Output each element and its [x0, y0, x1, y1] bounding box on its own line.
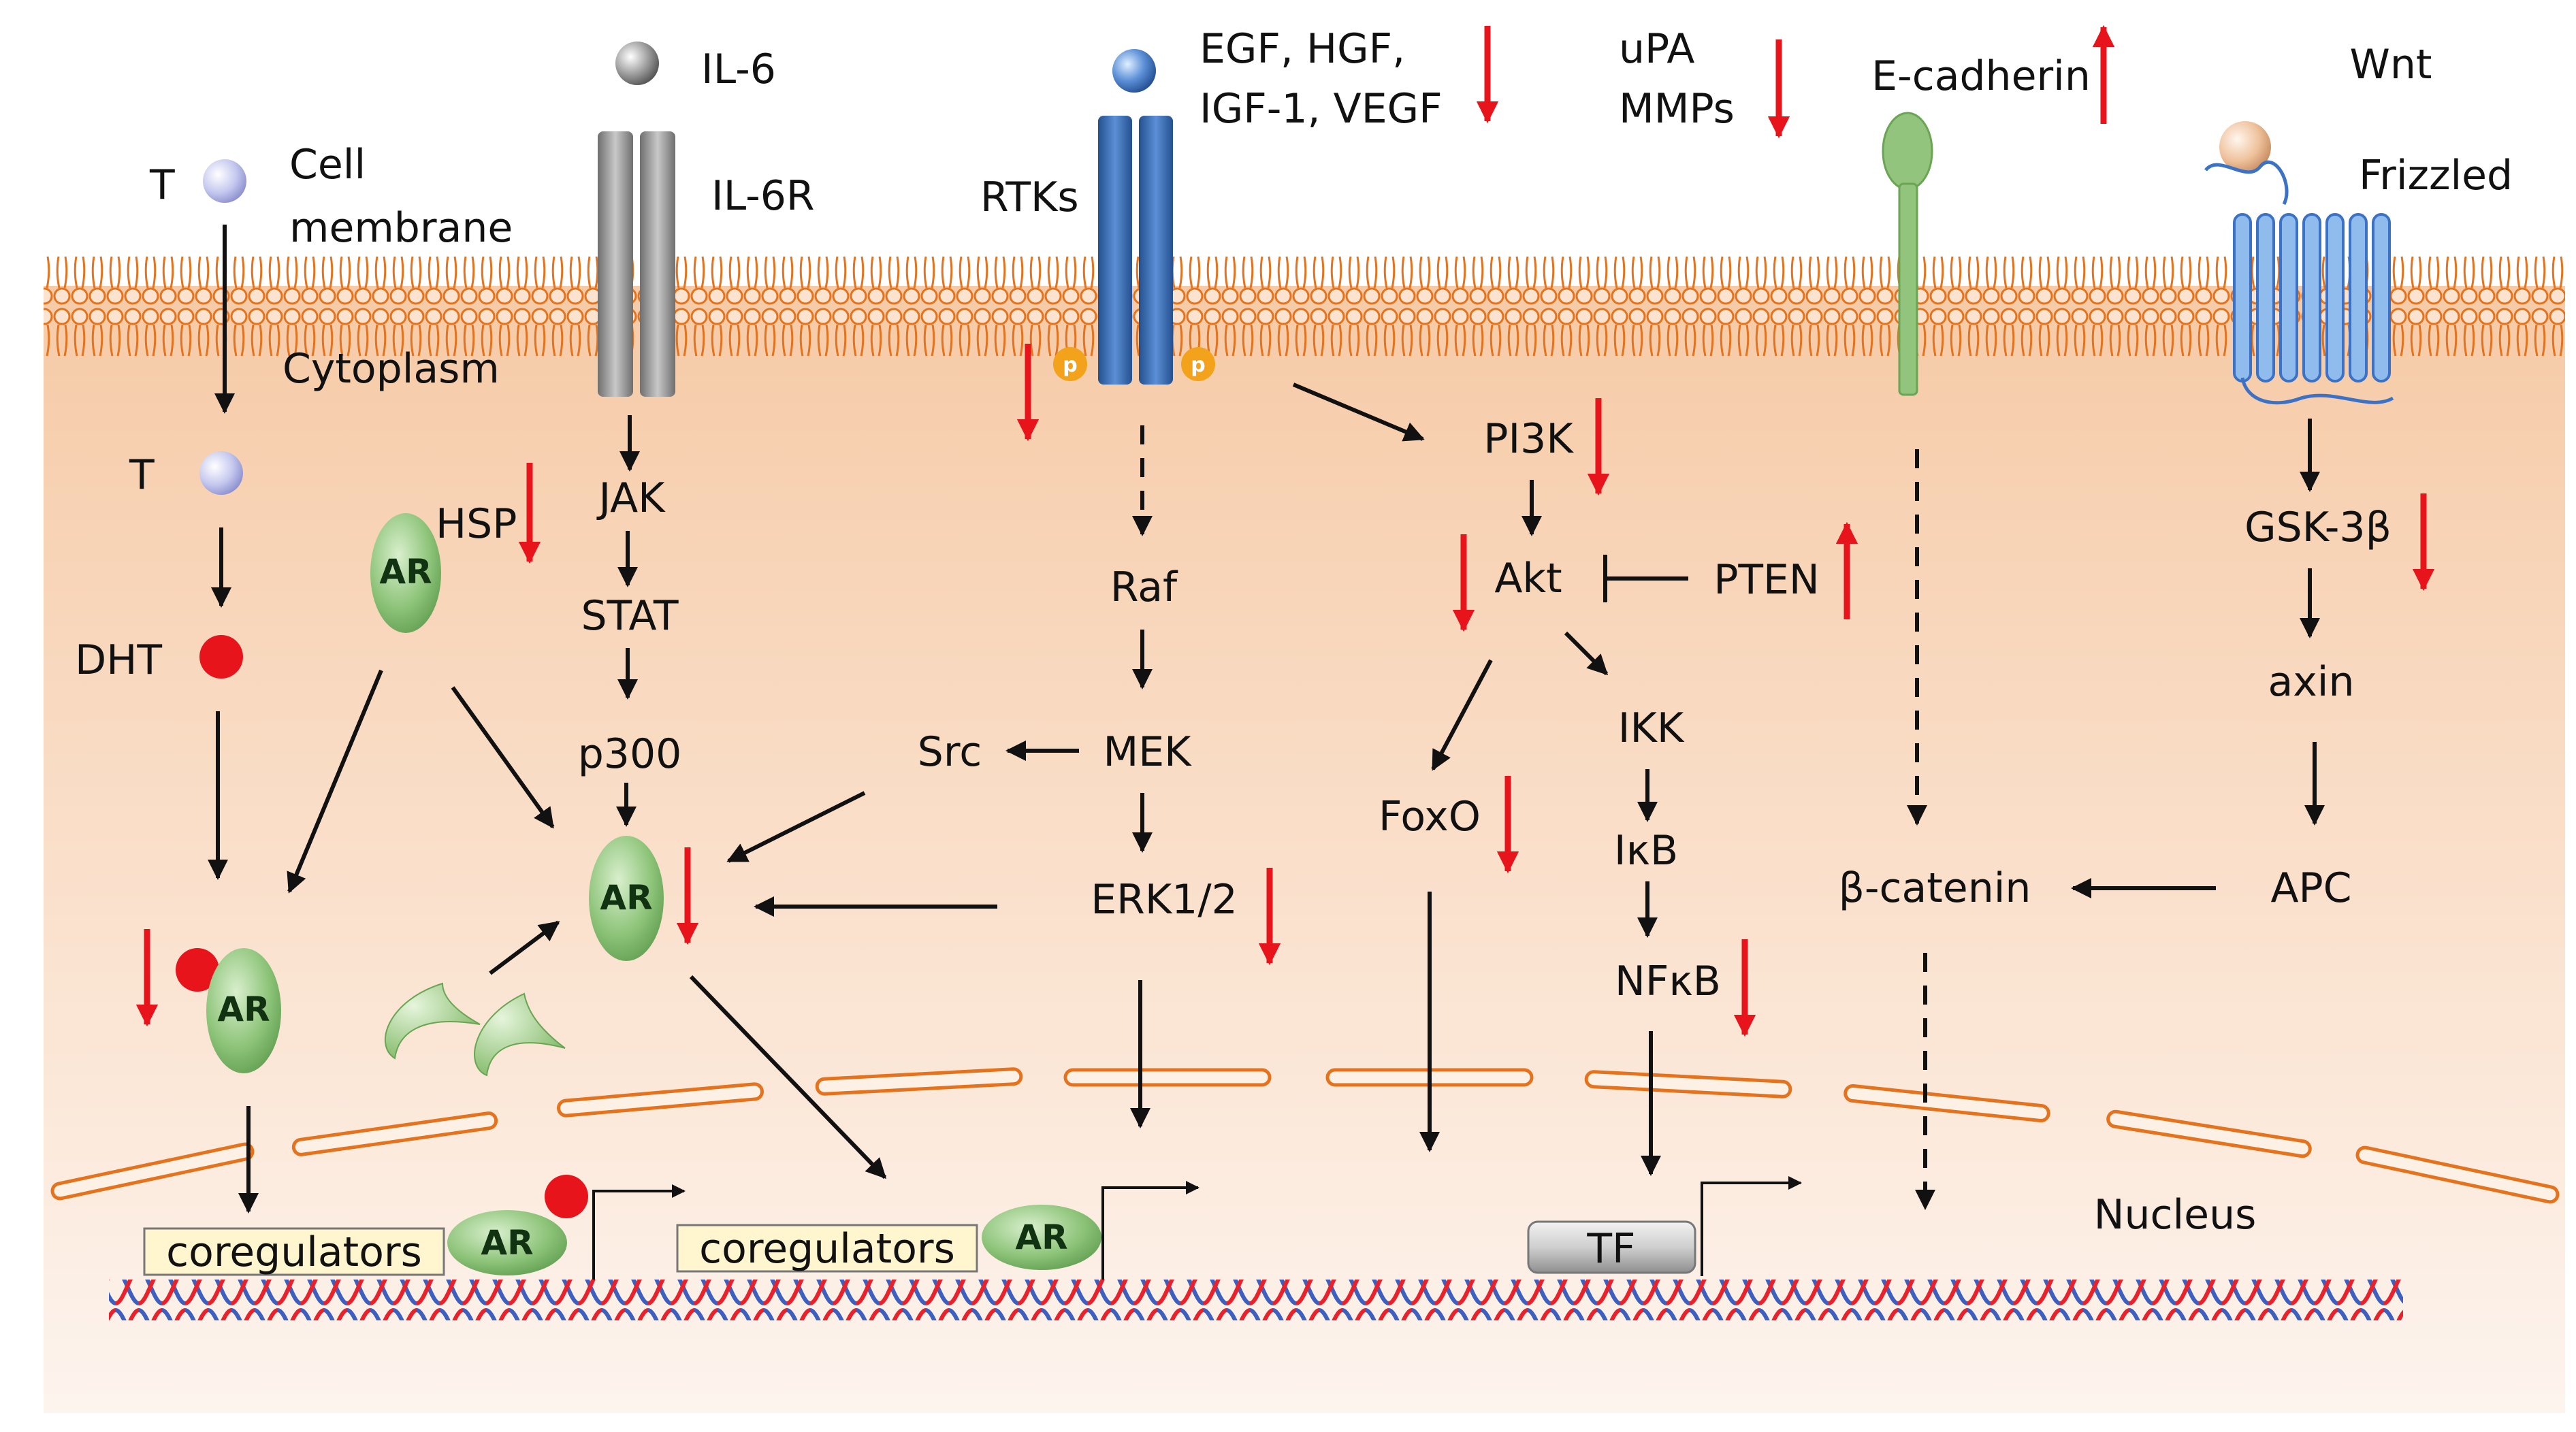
label-ikk: IKK: [1618, 704, 1685, 752]
label-foxo: FoxO: [1379, 793, 1481, 841]
label-mmps: MMPs: [1619, 85, 1735, 133]
label-ar-dht-bound: AR: [217, 990, 270, 1029]
il6r-receptor-chain-1: [598, 131, 633, 397]
label-ar-nucleus-center: AR: [1015, 1218, 1067, 1257]
phospho-group-right: [1181, 347, 1215, 381]
frizzled-receptor: [2204, 160, 2394, 405]
label-t-top: T: [149, 161, 175, 209]
label-growth-factors-line1: EGF, HGF,: [1200, 25, 1405, 73]
wnt-ligand: [2219, 121, 2271, 173]
ar-protein-nucleus-center: [982, 1205, 1101, 1270]
arrow-src-to-ar: [726, 791, 866, 863]
label-apc: APC: [2270, 864, 2351, 912]
crescent-shape-2: [474, 992, 566, 1077]
label-upa: uPA: [1619, 25, 1694, 73]
label-p300: p300: [578, 730, 682, 778]
label-akt: Akt: [1494, 555, 1562, 602]
label-cell-membrane-line1: Cell: [289, 141, 366, 189]
crescent-shape-1: [384, 982, 481, 1060]
ar-protein-central: [589, 836, 664, 961]
transcription-start-arrow-left: [592, 1184, 686, 1280]
il6-ligand: [615, 42, 659, 85]
label-ar-central: AR: [600, 878, 652, 917]
label-pi3k: PI3K: [1483, 415, 1574, 463]
label-ar-nucleus-left: AR: [481, 1223, 533, 1263]
label-t-mid: T: [129, 451, 155, 499]
ecadherin-stalk: [1898, 182, 1918, 396]
ar-protein-nucleus-left: [447, 1210, 567, 1275]
testosterone-ball-top: [203, 159, 246, 203]
arrow-akt-to-foxo: [1431, 659, 1493, 771]
label-jak: JAK: [596, 474, 666, 522]
label-rtks: RTKs: [980, 174, 1079, 221]
dht-molecule-nucleus: [545, 1175, 588, 1218]
label-il6: IL-6: [701, 46, 776, 93]
arrow-hsp-ar-to-central-ar: [451, 686, 555, 829]
label-phospho-left: p: [1063, 353, 1077, 377]
label-cell-membrane-line2: membrane: [289, 204, 513, 252]
label-src: Src: [918, 728, 982, 776]
label-frizzled: Frizzled: [2359, 152, 2513, 199]
phospho-group-left: [1053, 347, 1087, 381]
tf-box: [1527, 1220, 1696, 1274]
ar-protein-hsp: [370, 513, 441, 633]
arrow-crescent-to-ar: [489, 920, 560, 975]
label-phospho-right: p: [1191, 353, 1205, 377]
label-axin: axin: [2268, 658, 2355, 706]
transcription-start-arrow-tf: [1701, 1176, 1802, 1276]
label-mek: MEK: [1103, 728, 1192, 776]
nuclear-envelope: [50, 1067, 2560, 1204]
label-nfkb: NFκB: [1615, 958, 1721, 1005]
label-raf: Raf: [1110, 564, 1178, 611]
dna-helix: [109, 1280, 2403, 1320]
rtk-receptor-chain-2: [1139, 116, 1173, 385]
label-tf: TF: [1586, 1225, 1635, 1273]
label-nucleus: Nucleus: [2094, 1191, 2257, 1239]
arrow-akt-to-ikk: [1564, 631, 1609, 676]
dht-bound-ar: [176, 948, 219, 992]
transcription-start-arrow-center: [1101, 1181, 1200, 1280]
label-ikb: IκB: [1614, 827, 1678, 875]
label-bcatenin: β-catenin: [1839, 864, 2031, 912]
coregulators-box-center: [676, 1224, 978, 1273]
label-hsp: HSP: [436, 500, 517, 548]
dht-molecule: [199, 635, 243, 679]
label-il6r: IL-6R: [711, 172, 815, 220]
testosterone-ball-mid: [199, 451, 243, 495]
label-stat: STAT: [581, 592, 678, 640]
label-gsk3b: GSK-3β: [2244, 504, 2392, 551]
label-coregulators-center: coregulators: [699, 1225, 955, 1273]
il6r-receptor-chain-2: [640, 131, 675, 397]
label-growth-factors-line2: IGF-1, VEGF: [1200, 85, 1443, 133]
label-coregulators-left: coregulators: [166, 1228, 422, 1276]
label-ar-hsp: AR: [379, 552, 432, 591]
arrow-ar-to-nucleus-center: [689, 975, 887, 1179]
ecadherin-head: [1882, 112, 1933, 191]
label-erk: ERK1/2: [1091, 876, 1238, 924]
arrow-hsp-ar-to-dht-ar: [287, 669, 383, 894]
ar-protein-dht-bound: [206, 948, 281, 1073]
label-dht: DHT: [75, 636, 162, 684]
cell-membrane: [44, 255, 2565, 357]
label-wnt: Wnt: [2350, 41, 2432, 88]
growth-factor-ligand: [1112, 49, 1156, 93]
label-ecadherin: E-cadherin: [1871, 52, 2091, 100]
label-cytoplasm: Cytoplasm: [283, 345, 500, 393]
rtk-receptor-chain-1: [1098, 116, 1132, 385]
coregulators-box-left: [143, 1227, 445, 1276]
arrow-rtk-to-pi3k: [1292, 383, 1425, 442]
label-pten: PTEN: [1713, 556, 1820, 604]
